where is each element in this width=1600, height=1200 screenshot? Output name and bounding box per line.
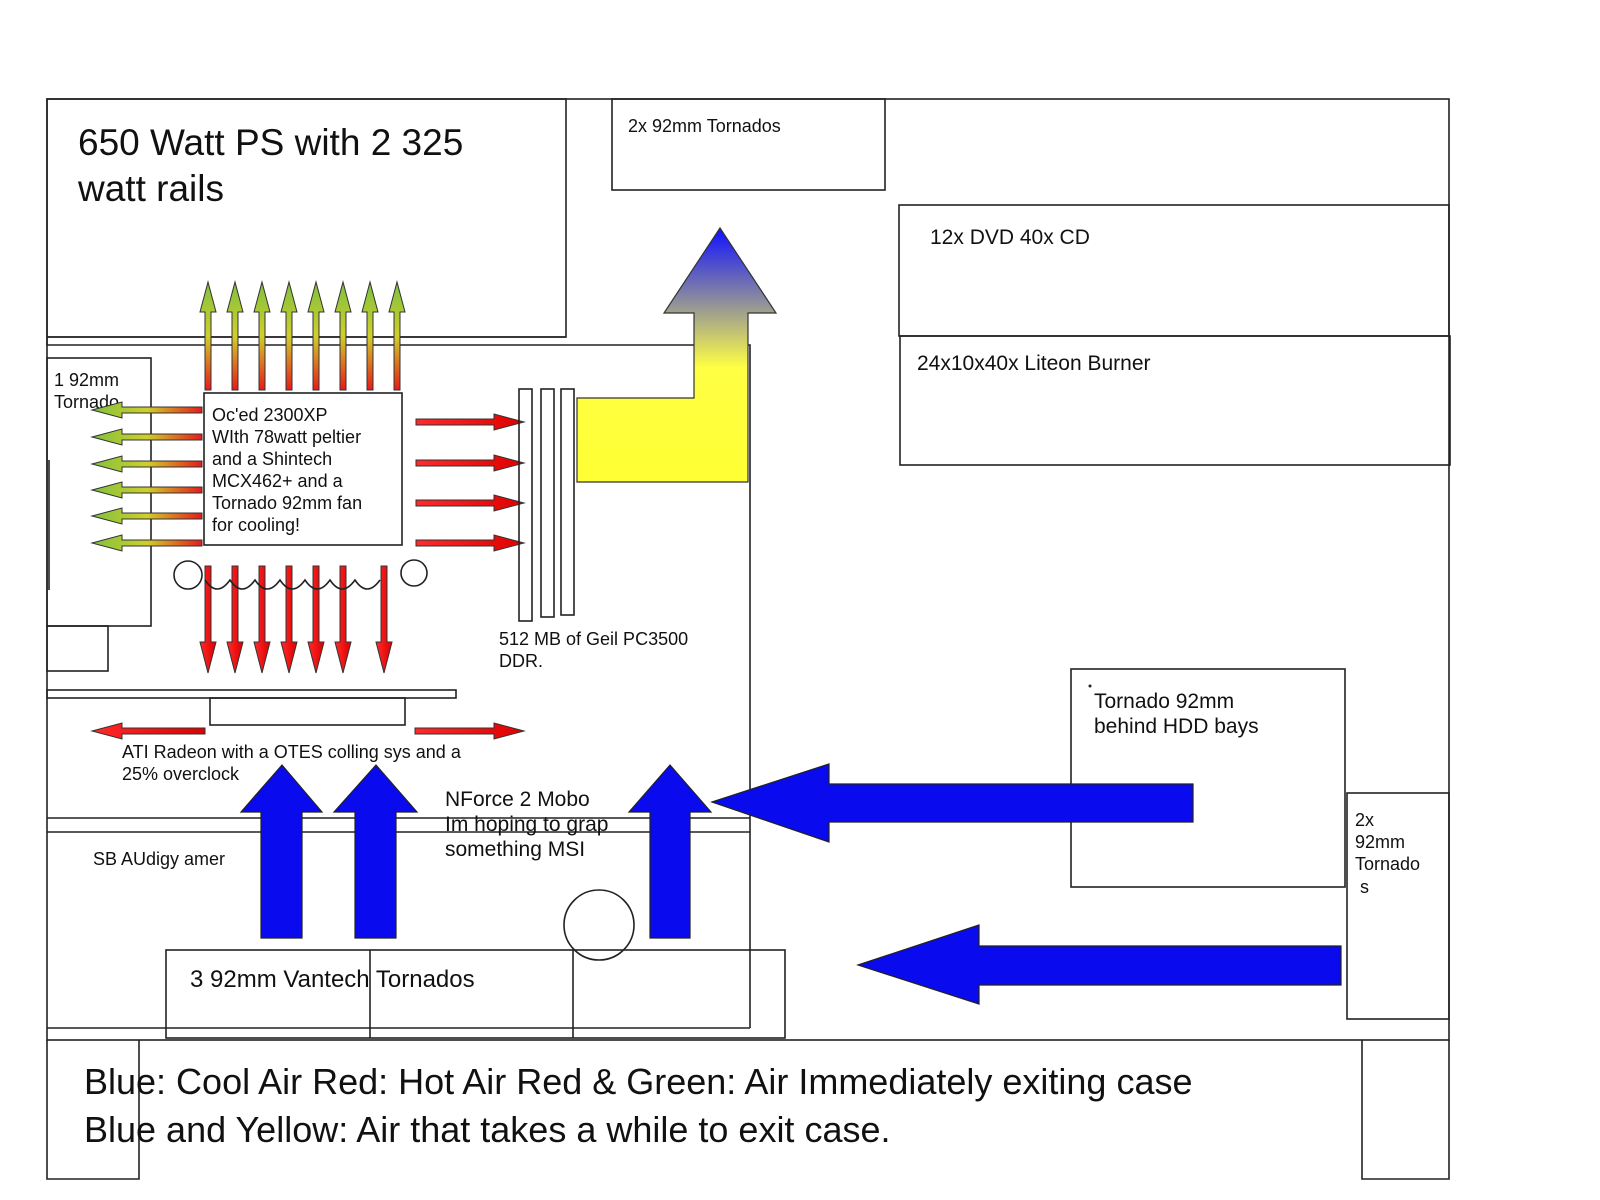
cpu-label: Oc'ed 2300XP WIth 78watt peltier and a S… — [212, 405, 367, 535]
slow-exit-arrow — [576, 226, 778, 483]
gpu-label: ATI Radeon with a OTES colling sys and a… — [122, 742, 466, 784]
mobo-label-line-2: Im hoping to grap — [445, 813, 608, 836]
hot-air-down-arrow — [226, 565, 244, 674]
cpu-box — [203, 392, 403, 546]
exhaust-up-arrow — [307, 280, 325, 391]
capacitor-bumps — [204, 578, 381, 590]
hdd-fan-label-line-2: behind HDD bays — [1094, 715, 1259, 738]
top-fans-label: 2x 92mm Tornados — [628, 116, 781, 136]
hot-air-down-arrow — [199, 565, 217, 674]
exhaust-left-arrow — [90, 428, 203, 446]
legend-line-2: Blue and Yellow: Air that takes a while … — [84, 1109, 890, 1150]
hot-air-down-arrow — [307, 565, 325, 674]
exhaust-up-arrow — [280, 280, 298, 391]
case-foot — [1361, 1040, 1450, 1180]
rear-fan-label-line-1: 1 92mm — [54, 370, 119, 390]
cpu-label-line-5: Tornado 92mm fan — [212, 493, 362, 513]
hot-air-right-arrow — [415, 413, 526, 431]
exhaust-up-arrow — [226, 280, 244, 391]
exhaust-up-arrow — [388, 280, 406, 391]
hot-air-right-arrow — [415, 534, 526, 552]
cool-air-left-arrow — [856, 924, 1342, 1005]
ram-stick — [560, 388, 575, 616]
legend-line-1: Blue: Cool Air Red: Hot Air Red & Green:… — [84, 1061, 1193, 1102]
hdd-fan-box — [1070, 668, 1346, 888]
exhaust-left-arrow — [90, 455, 203, 473]
front-fans-label-line-1: 2x — [1355, 810, 1374, 830]
hot-air-right-arrow — [415, 454, 526, 472]
cool-air-up-arrow — [627, 764, 713, 939]
hot-air-down-arrow — [334, 565, 352, 674]
front-fans-box — [1346, 792, 1450, 1020]
cpu-label-line-2: WIth 78watt peltier — [212, 427, 361, 447]
exhaust-left-arrow — [90, 534, 203, 552]
capacitor-circle — [400, 559, 428, 587]
gpu-hot-air-right-arrow — [414, 722, 526, 740]
psu-label-line-1: 650 Watt PS with 2 325 — [78, 122, 463, 163]
gpu-cooler-box — [209, 697, 406, 726]
gpu-hot-air-left-arrow — [90, 722, 206, 740]
case-outline — [46, 98, 1450, 1041]
front-fans-label-line-3: Tornado — [1355, 854, 1420, 874]
cpu-label-line-4: MCX462+ and a — [212, 471, 344, 491]
hot-air-right-arrow — [415, 494, 526, 512]
bottom-fans-box — [165, 949, 786, 1039]
mobo-label-line-3: something MSI — [445, 838, 585, 861]
dvd-drive-box — [898, 204, 1450, 337]
cpu-label-line-1: Oc'ed 2300XP — [212, 405, 328, 425]
exhaust-up-arrow — [361, 280, 379, 391]
hot-air-down-arrow — [375, 565, 393, 674]
burner-drive-label: 24x10x40x Liteon Burner — [917, 352, 1151, 375]
psu-label-line-2: watt rails — [77, 168, 224, 209]
gpu-label-line-2: 25% overclock — [122, 764, 240, 784]
cpu-label-line-6: for cooling! — [212, 515, 300, 535]
ram-stick — [518, 388, 533, 622]
io-panel-box — [46, 625, 109, 672]
burner-drive-box — [899, 335, 1451, 466]
exhaust-left-arrow — [90, 481, 203, 499]
cpu-exhaust-left-arrows — [90, 401, 203, 552]
ram-label-line-1: 512 MB of Geil PC3500 — [499, 629, 688, 649]
exhaust-up-arrow — [334, 280, 352, 391]
sound-card-label: SB AUdigy amer — [93, 849, 225, 869]
hdd-fan-dot — [1088, 684, 1092, 688]
ram-label-line-2: DDR. — [499, 651, 543, 671]
exhaust-up-arrow — [253, 280, 271, 391]
exhaust-left-arrow — [90, 507, 203, 525]
cpu-hot-air-right-arrows — [415, 413, 526, 552]
case-foot — [46, 1040, 140, 1180]
hot-air-down-arrow — [280, 565, 298, 674]
cpu-hot-air-down-arrows — [199, 565, 393, 674]
mobo-label-line-1: NForce 2 Mobo — [445, 788, 590, 811]
ram-stick — [540, 388, 555, 618]
hdd-fan-label-line-1: Tornado 92mm — [1094, 690, 1234, 713]
ram-label: 512 MB of Geil PC3500 DDR. — [499, 629, 693, 671]
front-fans-label-line-4: s — [1360, 877, 1369, 897]
gpu-card-box — [46, 689, 457, 699]
front-fans-label-line-2: 92mm — [1355, 832, 1405, 852]
hot-air-down-arrow — [253, 565, 271, 674]
legend: Blue: Cool Air Red: Hot Air Red & Green:… — [84, 1061, 1203, 1150]
exhaust-up-arrow — [199, 280, 217, 391]
dvd-drive-label: 12x DVD 40x CD — [930, 226, 1090, 249]
psu-label: 650 Watt PS with 2 325 watt rails — [77, 122, 474, 209]
top-fans-box — [611, 98, 886, 191]
cool-air-left-arrow — [710, 763, 1194, 843]
cool-air-up-arrow — [332, 764, 419, 939]
mobo-label: NForce 2 Mobo Im hoping to grap somethin… — [445, 788, 614, 861]
cool-air-up-arrow — [239, 764, 324, 939]
hdd-fan-label: Tornado 92mm behind HDD bays — [1094, 690, 1259, 738]
capacitor-circle — [173, 560, 203, 590]
cpu-label-line-3: and a Shintech — [212, 449, 332, 469]
gpu-label-line-1: ATI Radeon with a OTES colling sys and a — [122, 742, 462, 762]
cpu-exhaust-up-arrows — [199, 280, 406, 391]
bottom-fans-label: 3 92mm Vantech Tornados — [190, 966, 475, 993]
exhaust-left-arrow — [90, 401, 203, 419]
mobo-circle — [563, 889, 635, 961]
front-fans-label: 2x 92mm Tornado s — [1355, 810, 1425, 897]
